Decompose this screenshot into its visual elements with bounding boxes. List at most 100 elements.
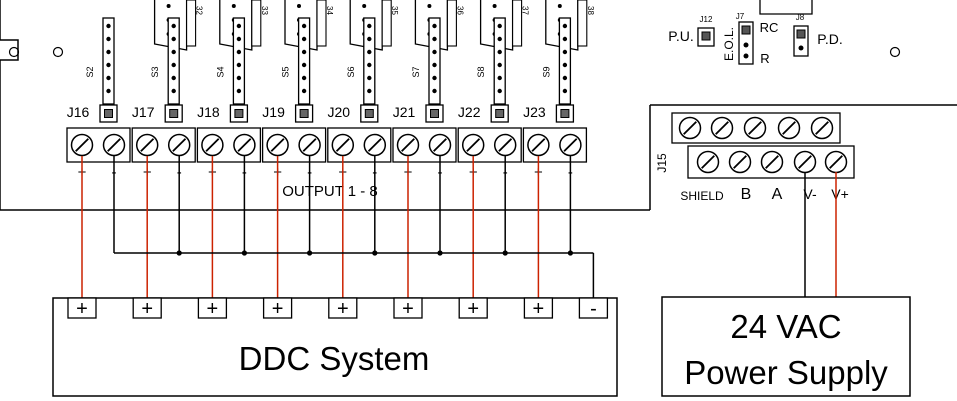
ddc-terminal-3: + [197,297,228,320]
jumper-j12: J12 P.U. [668,15,715,47]
switch-header-s8: S8 [476,17,509,123]
switch-header-pin [497,23,502,29]
ddc-terminal-6: + [393,297,423,320]
switch-header-pin [236,75,242,81]
output-block-j20: J20+- [327,104,392,181]
upper-component-label: 37 [521,6,530,15]
output-screw-minus [102,133,126,157]
j15-front-screw-2-slot [733,155,747,169]
switch-header-base-pin [364,109,374,118]
ddc-terminal-sign: + [402,298,414,320]
ddc-terminal-box [67,297,97,319]
switch-header-pin [562,88,568,94]
switch-header-pin [367,88,372,94]
switch-label-s3: S3 [150,66,160,77]
switch-header-pin [106,36,111,42]
jumper-j7-pin-1 [741,25,751,35]
switch-label-s8: S8 [476,66,486,77]
j15-front-screw-5 [824,150,848,174]
switch-header-base-pin [299,109,309,118]
jumper-eol-label: E.O.L. [722,27,736,61]
switch-header-pin [171,49,176,55]
switch-header-pin [236,88,242,94]
upper-component-strip [381,0,392,47]
output-block-j23: J23+- [522,104,588,181]
output-screw-plus [396,133,420,157]
ddc-terminal-1: + [67,297,97,320]
output-block-j16: J16+- [66,104,131,181]
ddc-terminal-4: + [262,297,293,320]
power-supply-line2: Power Supply [684,354,888,391]
output-screw-minus-slot [433,138,447,152]
switch-header-body [428,17,441,105]
upper-component-dot [362,4,367,8]
j15-label: J15 [655,153,669,173]
j15-back-screw-4-slot [782,121,796,135]
switch-header-body [493,17,506,105]
switch-header-body [102,17,115,105]
output-screw-plus-slot [75,138,89,152]
j15-terminal-shield: SHIELD [680,189,724,203]
j15-back-screw-3 [743,116,767,140]
output-screw-minus [298,133,321,157]
upper-component-dot [166,4,171,8]
j15-front-screw-4 [793,150,817,174]
switch-header-pin [236,36,242,42]
j15-back-screw-5 [810,116,834,140]
ddc-terminal-box [132,297,162,319]
j15-front-screw-5-slot [829,155,843,169]
switch-header-body [558,17,572,105]
ddc-terminal-box [578,297,609,319]
j15-front-screw-2 [728,150,752,174]
switch-header-pin [367,62,372,68]
switch-header-base-pin [104,109,113,118]
jumper-j12-pin [701,31,711,41]
ddc-terminal-sign: + [141,298,153,320]
connector-label-j21: J21 [393,104,416,120]
j15-back-screw-1 [678,116,702,140]
switch-header-pin [497,36,502,42]
switch-header-pin [301,49,307,55]
ddc-terminal-sign: + [467,298,479,320]
switch-header-pin [497,75,502,81]
connector-label-j23: J23 [523,104,546,120]
connector-label-j16: J16 [67,104,90,120]
output-screw-minus-slot [302,138,317,152]
switch-header-pin [432,62,437,68]
switch-label-s2: S2 [85,66,95,77]
mounting-holes [8,46,901,58]
switch-header-pin [367,36,372,42]
upper-component-dot [427,4,432,8]
switch-header-pin [432,75,437,81]
switch-header-pin [171,23,176,29]
ddc-terminal-box [523,297,554,319]
upper-component-label: 33 [260,6,269,15]
switch-header-body [232,17,246,105]
ddc-terminal-sign: + [272,298,284,320]
switch-header-pin [301,23,307,29]
j15-back-screw-2-slot [715,121,729,135]
j15-back-screw-2 [710,116,734,140]
switch-header-pin [301,62,307,68]
switch-header-pin [562,75,568,81]
switch-header-base-pin [234,109,244,118]
output-screw-minus [428,133,452,157]
switch-header-pin [432,36,437,42]
j15-terminal-a: A [772,186,783,203]
upper-component-dot [492,4,497,8]
ddc-terminal-2: + [132,297,162,320]
output-screw-minus-slot [107,138,121,152]
switch-header-pin [562,49,568,55]
ddc-terminal-sign: + [337,298,349,320]
switch-header-pin [367,23,372,29]
upper-component-label: 32 [195,6,204,15]
ddc-terminal-box [393,297,423,319]
upper-component-dot [231,4,236,8]
output-block-j19: J19+- [261,104,327,181]
ddc-terminal-sign: + [207,298,219,320]
switch-header-body [167,17,180,105]
switch-header-s7: S7 [411,17,444,123]
j15-front-screw-3 [760,150,784,174]
switch-header-pin [432,88,437,94]
